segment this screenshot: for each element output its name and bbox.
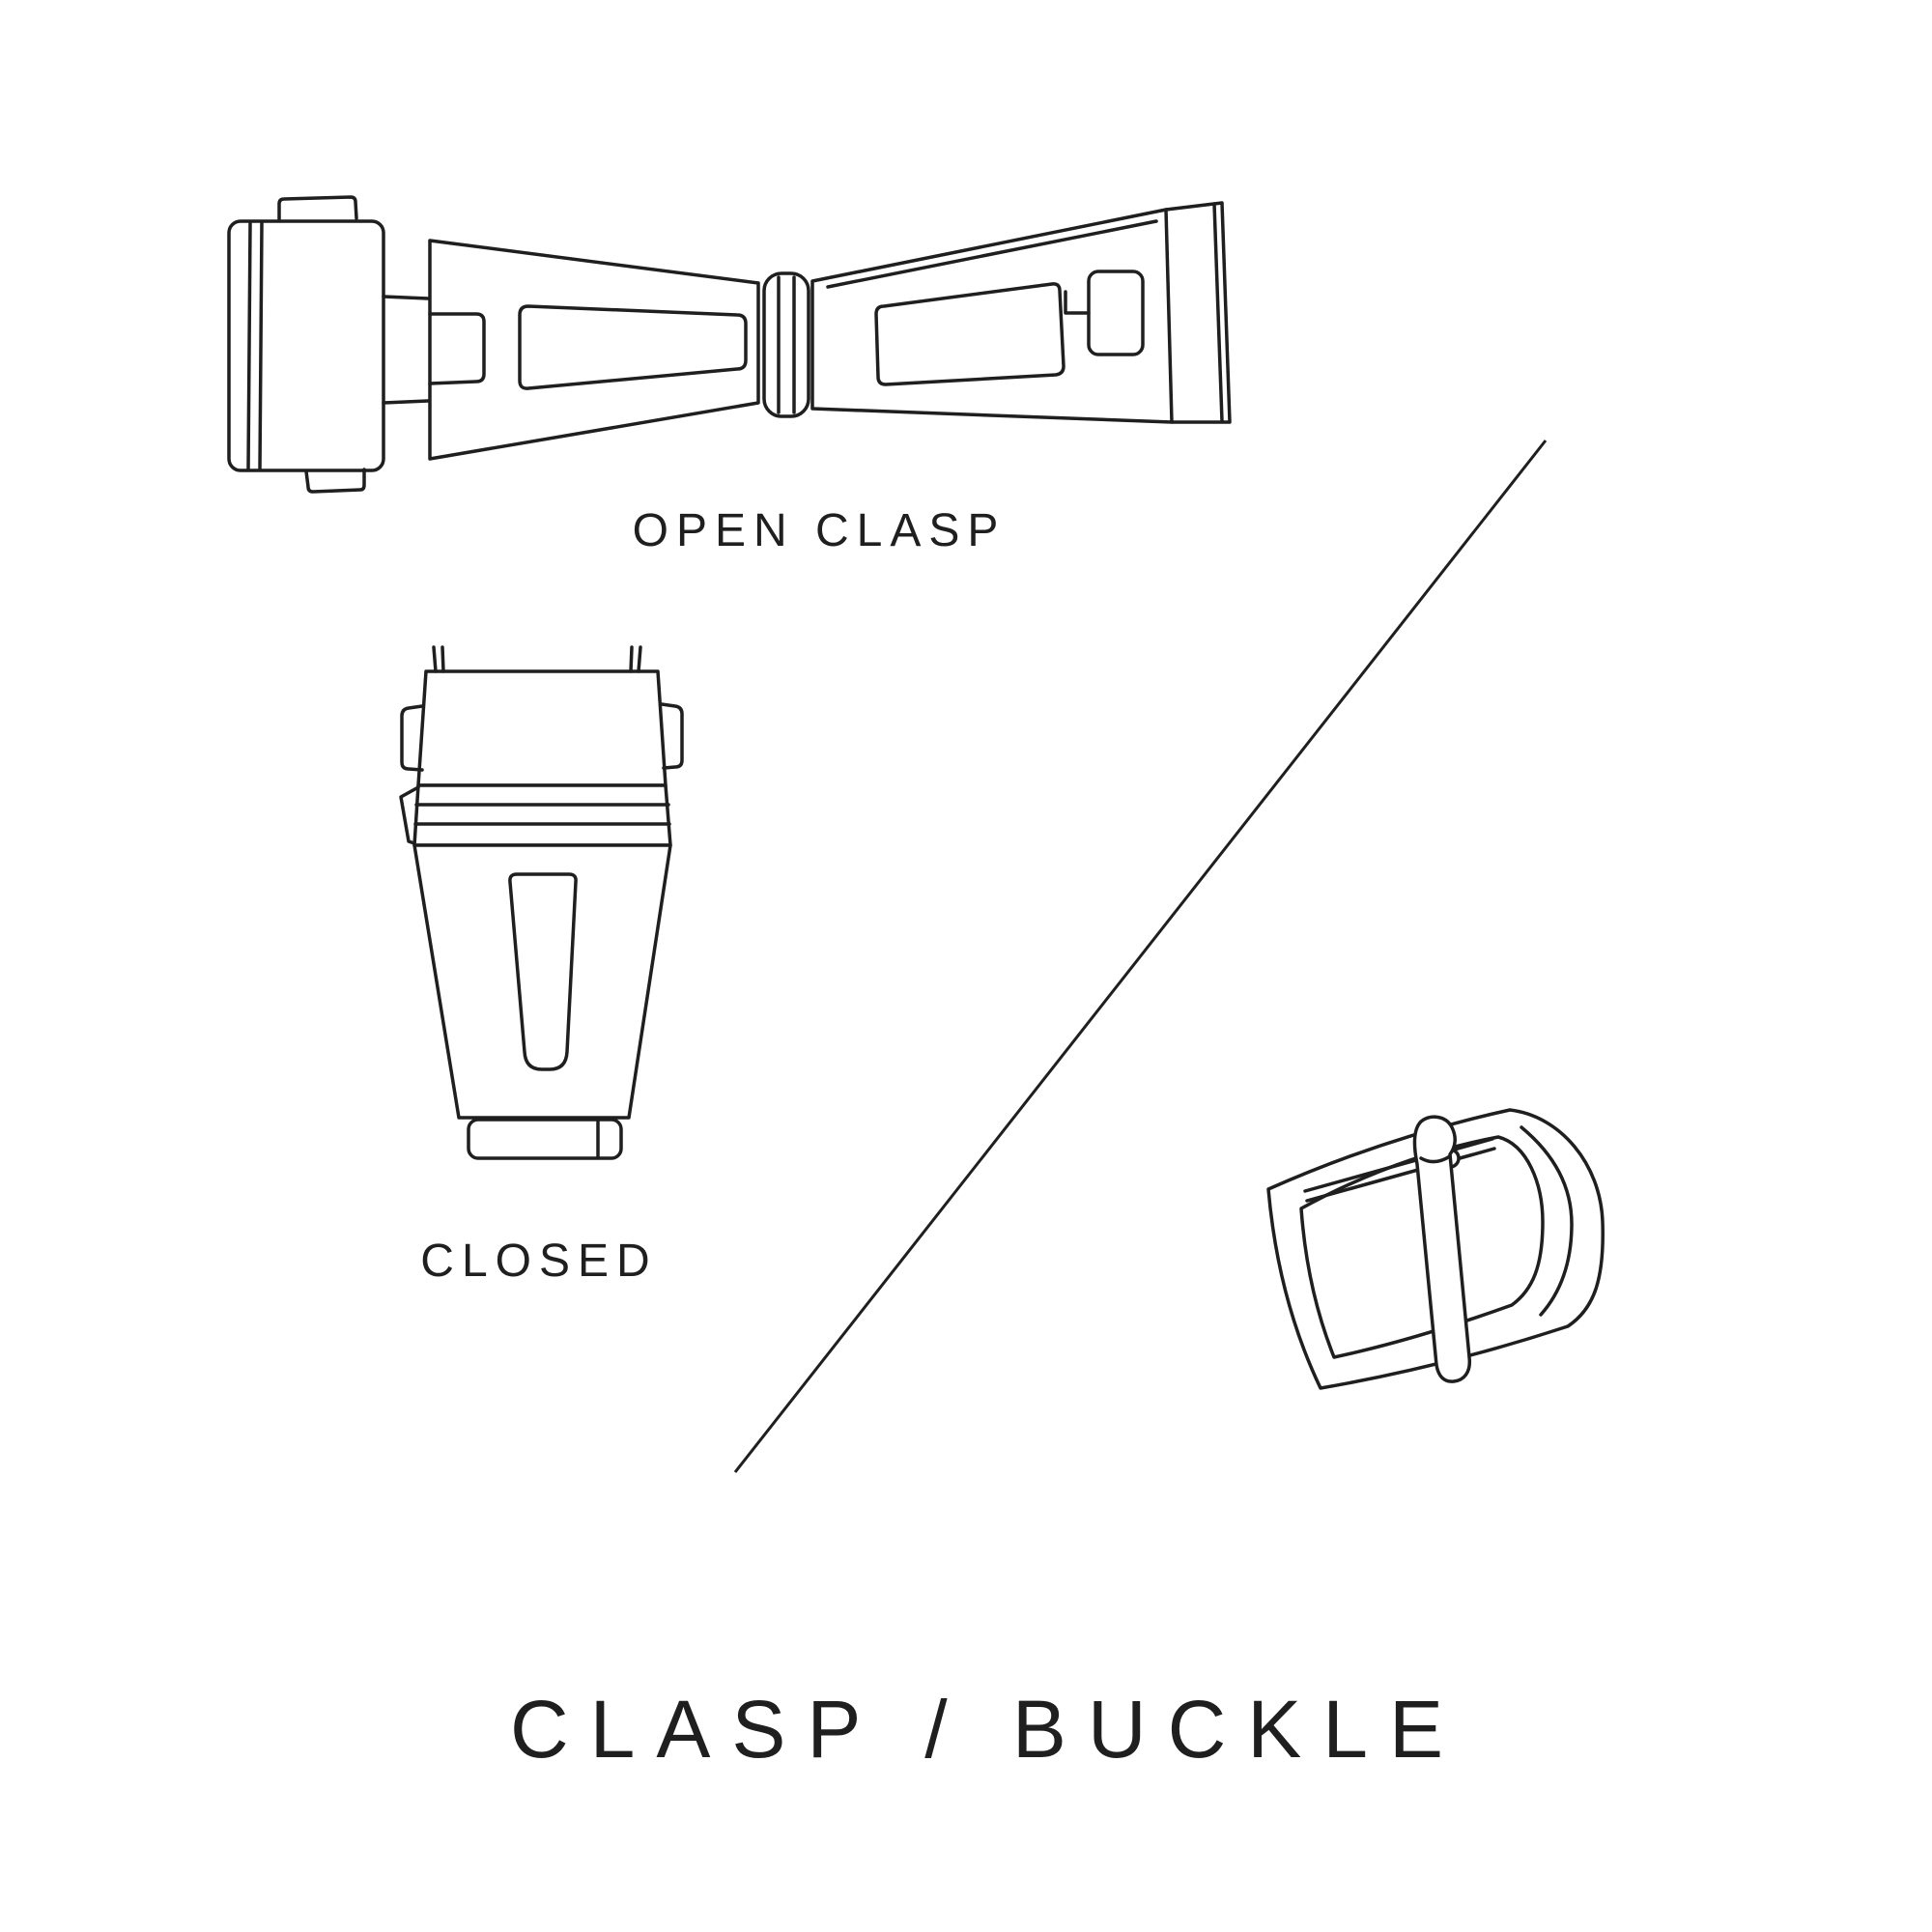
clasp-strap-end xyxy=(467,1118,623,1160)
closed-clasp-drawing xyxy=(399,645,684,1160)
clasp-body xyxy=(412,843,672,1120)
clasp-end-plate xyxy=(227,219,385,472)
open-clasp-illustration xyxy=(217,179,1299,497)
open-clasp-label: OPEN CLASP xyxy=(632,505,1007,556)
divider-line xyxy=(733,440,1548,1473)
clasp-hinge xyxy=(762,271,810,418)
closed-clasp-illustration xyxy=(382,642,700,1183)
clasp-cover xyxy=(416,669,668,787)
tang-pin xyxy=(1412,1115,1472,1383)
clasp-right-blade xyxy=(810,208,1174,424)
open-clasp-drawing xyxy=(227,195,1232,494)
clasp-band xyxy=(412,783,672,847)
clasp-left-blade xyxy=(428,239,760,461)
buckle-illustration xyxy=(1222,1077,1628,1415)
closed-clasp-label: CLOSED xyxy=(420,1236,658,1287)
page-title: CLASP / BUCKLE xyxy=(509,1684,1465,1775)
diagonal-divider xyxy=(729,435,1550,1478)
tang-buckle-drawing xyxy=(1266,1108,1605,1390)
